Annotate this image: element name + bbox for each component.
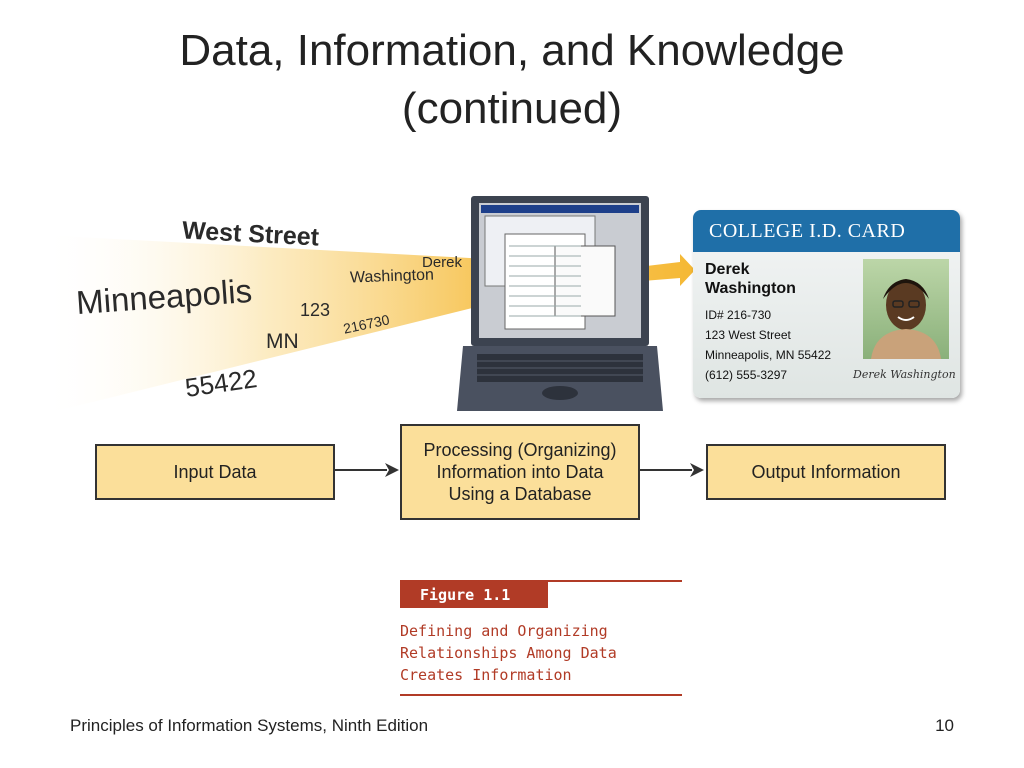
figure-caption-line-3: Creates Information bbox=[400, 666, 572, 684]
figure-top-rule bbox=[400, 580, 682, 582]
card-city: Minneapolis, MN 55422 bbox=[705, 348, 832, 362]
card-name-last: Washington bbox=[705, 280, 796, 297]
figure-caption-line-1: Defining and Organizing bbox=[400, 622, 608, 640]
card-header: COLLEGE I.D. CARD bbox=[693, 210, 960, 252]
input-data-label: Input Data bbox=[173, 461, 257, 482]
college-id-card: COLLEGE I.D. CARD Derek Washington ID# 2… bbox=[693, 210, 960, 398]
card-name-first: Derek bbox=[705, 261, 750, 278]
student-photo bbox=[863, 259, 949, 359]
processing-line-1: Processing (Organizing) bbox=[423, 440, 617, 460]
card-signature: Derek Washington bbox=[853, 368, 956, 381]
figure-bottom-rule bbox=[400, 694, 682, 696]
page-number: 10 bbox=[935, 716, 954, 735]
laptop-icon bbox=[457, 196, 663, 411]
figure-tag: Figure 1.1 bbox=[400, 582, 548, 608]
processing-box: Processing (Organizing) Information into… bbox=[400, 424, 640, 520]
card-street: 123 West Street bbox=[705, 328, 791, 342]
word-washington: Washington bbox=[349, 266, 435, 287]
card-phone: (612) 555-3297 bbox=[705, 368, 788, 382]
word-mn: MN bbox=[266, 330, 299, 353]
processing-line-2: Information into Data bbox=[436, 462, 604, 482]
processing-line-3: Using a Database bbox=[448, 484, 592, 504]
title-line-2: (continued) bbox=[401, 84, 623, 133]
footer-source: Principles of Information Systems, Ninth… bbox=[70, 716, 429, 735]
card-id: ID# 216-730 bbox=[705, 308, 772, 322]
slide-title: Data, Information, and Knowledge (contin… bbox=[0, 22, 1024, 138]
output-information-box: Output Information bbox=[706, 444, 946, 500]
figure-caption: Defining and Organizing Relationships Am… bbox=[400, 620, 682, 686]
input-data-box: Input Data bbox=[95, 444, 335, 500]
figure-caption-line-2: Relationships Among Data bbox=[400, 644, 617, 662]
word-123: 123 bbox=[300, 300, 331, 320]
card-name: Derek Washington bbox=[705, 260, 796, 298]
word-derek: Derek bbox=[422, 254, 463, 271]
output-information-label: Output Information bbox=[751, 461, 901, 482]
title-line-1: Data, Information, and Knowledge bbox=[179, 26, 845, 75]
arrow-right-icon bbox=[333, 463, 399, 477]
arrow-right-icon bbox=[638, 463, 704, 477]
